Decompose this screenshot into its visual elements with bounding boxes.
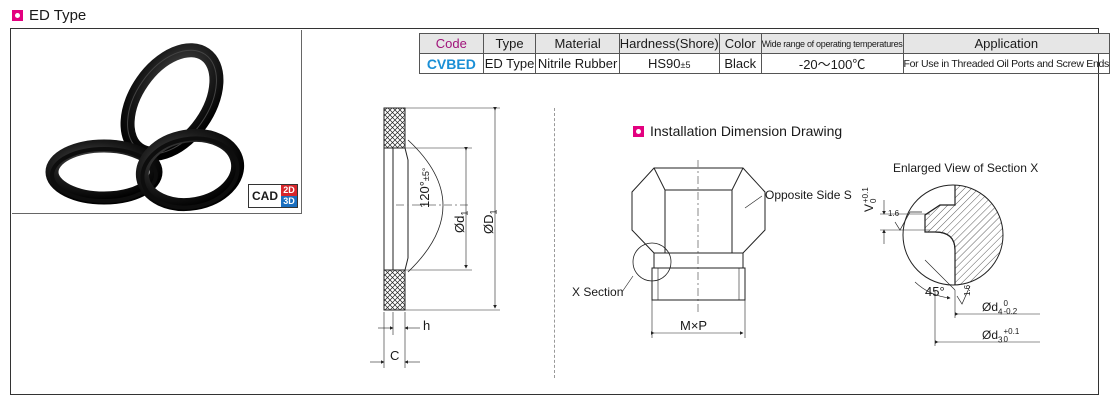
section-title: ED Type (12, 6, 86, 24)
header-temperature: Wide range of operating temperatures (760, 33, 904, 54)
installation-title: Installation Dimension Drawing (633, 123, 842, 139)
enlarged-detail-drawing (880, 184, 1040, 346)
inner-diameter-label: Ød1 (452, 211, 470, 233)
opposite-side-label: Opposite Side S (765, 188, 852, 202)
angle-value: 120° (417, 181, 432, 208)
hex-fitting-drawing (621, 160, 766, 338)
angle-tolerance: ±5° (421, 167, 431, 182)
angle-label: 120°±5° (417, 168, 432, 208)
product-photo (12, 30, 302, 214)
content-frame (10, 28, 1099, 395)
hardness-value: HS90 (647, 56, 681, 71)
section-title-text: ED Type (29, 6, 87, 24)
d3-tol-lower: 0 (1003, 335, 1008, 344)
outer-diameter-sub: 1 (488, 209, 499, 215)
seal-rings-image (45, 43, 245, 212)
hardness-tolerance: ±5 (680, 60, 691, 70)
roughness-1: 1.6 (888, 209, 900, 218)
v-tol-lower: 0 (869, 198, 878, 203)
cad-badge[interactable]: CAD 2D 3D (248, 184, 298, 208)
header-application: Application (902, 33, 1110, 54)
cell-code: CVBED (419, 53, 484, 74)
cad-3d-label: 3D (281, 196, 297, 207)
drawing-divider (554, 108, 555, 378)
thread-label: M×P (680, 318, 708, 333)
h-label: h (423, 318, 431, 333)
outer-diameter-label: ØD1 (481, 209, 499, 234)
d4-symbol: Ød (982, 300, 999, 315)
cad-label: CAD (249, 185, 281, 207)
inner-diameter-sub: 1 (459, 210, 470, 216)
section-bullet-icon (12, 9, 23, 21)
spec-table: Code Type Material Hardness(Shore) Color… (419, 33, 1110, 74)
cell-hardness: HS90±5 (618, 53, 720, 74)
roughness-2: 1.6 (963, 284, 972, 296)
c-label: C (390, 348, 400, 363)
v-symbol: V (862, 203, 877, 212)
d3-tol-upper: +0.1 (1003, 327, 1020, 336)
enlarged-title: Enlarged View of Section X (893, 161, 1039, 175)
cell-color: Black (718, 53, 762, 74)
header-hardness: Hardness(Shore) (618, 33, 720, 54)
d3-sub: 3 (998, 335, 1003, 345)
cell-application: For Use in Threaded Oil Ports and Screw … (902, 53, 1110, 74)
d3-symbol: Ød (982, 328, 999, 343)
d4-tol-upper: 0 (1003, 299, 1008, 308)
seal-section-drawing (370, 107, 500, 368)
x-section-label: X Section (572, 285, 624, 299)
header-code: Code (419, 33, 484, 54)
cell-material: Nitrile Rubber (535, 53, 620, 74)
installation-bullet-icon (633, 125, 644, 137)
cell-type: ED Type (482, 53, 537, 74)
cad-2d-label: 2D (281, 185, 297, 196)
outer-diameter-symbol: ØD (481, 214, 496, 235)
d4-tol-lower: -0.2 (1003, 307, 1018, 316)
cell-temperature: -20～100℃ (760, 53, 904, 74)
header-type: Type (482, 33, 537, 54)
angle-45-label: 45° (925, 284, 945, 299)
installation-title-text: Installation Dimension Drawing (650, 123, 843, 139)
inner-diameter-symbol: Ød (452, 215, 467, 233)
d4-sub: 4 (998, 307, 1003, 317)
spec-table-row: CVBED ED Type Nitrile Rubber HS90±5 Blac… (419, 53, 1110, 74)
